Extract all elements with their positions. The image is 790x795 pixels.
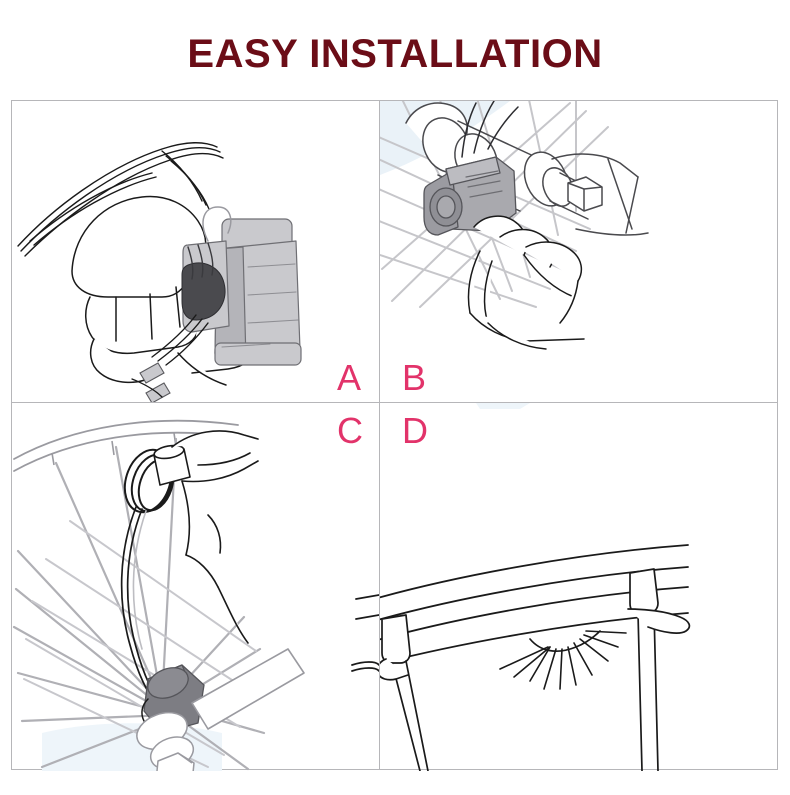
step-label-c: C — [337, 410, 363, 451]
installation-step-grid — [11, 100, 779, 771]
panel-a-attach-light-to-bracket — [12, 101, 379, 402]
page-title: EASY INSTALLATION — [187, 32, 603, 76]
panel-b-illustration — [380, 101, 649, 350]
panel-d-illustration — [380, 403, 691, 771]
panel-c-illustration — [12, 419, 379, 771]
step-label-b: B — [402, 357, 427, 398]
step-label-a: A — [337, 357, 362, 398]
panel-d-secure-with-zip-tie — [380, 403, 779, 771]
grid-divider-horizontal — [12, 402, 777, 403]
panel-b-mount-sensor-on-hub — [380, 101, 779, 402]
panel-c-route-cable-along-spokes — [12, 403, 379, 771]
page-title-bar: EASY INSTALLATION — [0, 34, 790, 74]
grid-divider-vertical — [379, 101, 380, 769]
panel-a-illustration — [17, 142, 302, 402]
step-label-d: D — [402, 410, 428, 451]
light-rays — [499, 630, 627, 690]
